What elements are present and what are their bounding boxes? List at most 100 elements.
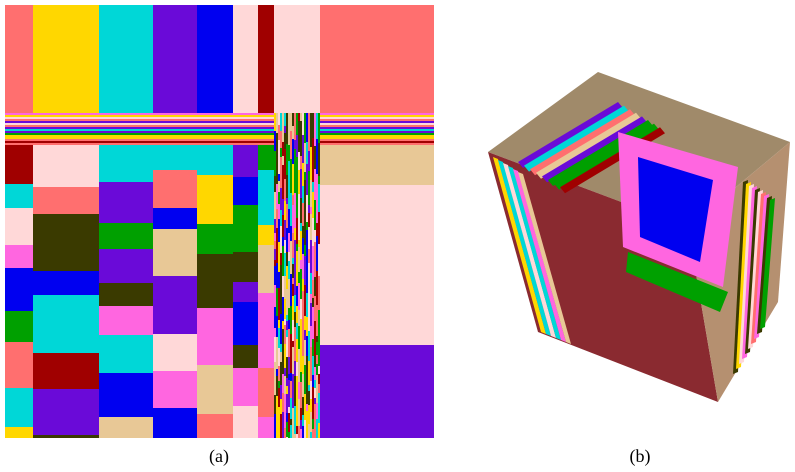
band-stripe <box>296 306 298 323</box>
grid-block <box>5 427 33 438</box>
band-stripe <box>314 113 316 126</box>
band-stripe <box>310 273 312 294</box>
grid-block <box>99 182 153 223</box>
band-stripe <box>280 385 282 399</box>
band-stripe <box>280 362 282 385</box>
band-stripe <box>284 299 286 319</box>
band-stripe <box>304 219 306 245</box>
band-stripe <box>300 429 302 438</box>
band-stripe <box>278 219 280 242</box>
band-stripe <box>280 188 282 210</box>
grid-block <box>233 145 258 177</box>
band-stripe <box>5 139 434 141</box>
band-stripe <box>280 265 282 297</box>
band-stripe <box>304 285 306 316</box>
band-stripe <box>276 369 278 376</box>
band-stripe <box>292 333 294 341</box>
band-stripe <box>300 113 302 121</box>
band-stripe <box>286 252 288 266</box>
band-stripe <box>298 310 300 326</box>
band-stripe <box>300 372 302 382</box>
band-stripe <box>306 404 308 411</box>
band-stripe <box>282 346 284 374</box>
band-stripe <box>286 404 288 413</box>
band-stripe <box>298 113 300 121</box>
band-stripe <box>290 323 292 334</box>
grid-block <box>153 145 197 170</box>
band-stripe <box>294 361 296 376</box>
band-stripe <box>296 376 298 392</box>
band-stripe <box>286 289 288 315</box>
band-stripe <box>298 426 300 438</box>
grid-block <box>258 394 274 417</box>
band-stripe <box>278 407 280 438</box>
top-block <box>197 5 233 113</box>
band-stripe <box>316 271 318 305</box>
band-stripe <box>312 146 314 176</box>
grid-block <box>233 205 258 252</box>
band-stripe <box>282 412 284 438</box>
band-stripe <box>278 204 280 219</box>
cube-inner-detail <box>493 102 775 374</box>
band-stripe <box>284 220 286 240</box>
band-stripe <box>292 205 294 233</box>
band-stripe <box>294 140 296 149</box>
band-stripe <box>274 249 276 260</box>
band-stripe <box>296 323 298 339</box>
band-stripe <box>310 127 312 147</box>
band-stripe <box>302 326 304 356</box>
band-stripe <box>286 413 288 422</box>
grid-block <box>153 208 197 229</box>
band-stripe <box>298 283 300 310</box>
band-stripe <box>312 375 314 387</box>
band-stripe <box>284 113 286 126</box>
band-stripe <box>5 117 434 119</box>
band-stripe <box>306 411 308 438</box>
band-stripe <box>290 373 292 381</box>
band-stripe <box>298 399 300 426</box>
band-stripe <box>304 420 306 438</box>
band-stripe <box>274 414 276 438</box>
grid-block <box>33 435 99 438</box>
band-stripe <box>318 184 320 212</box>
band-stripe <box>310 303 312 315</box>
cube-left-face <box>488 152 718 402</box>
grid-block <box>258 145 274 170</box>
band-stripe <box>318 292 320 310</box>
band-stripe <box>294 149 296 170</box>
panel-a-domain-partition <box>5 5 434 438</box>
cube-edge-stripe <box>498 160 551 336</box>
band-stripe <box>300 408 302 420</box>
band-stripe <box>278 125 280 140</box>
band-stripe <box>308 113 310 122</box>
band-stripe <box>304 113 306 143</box>
band-stripe <box>296 418 298 426</box>
band-stripe <box>296 286 298 306</box>
band-stripe <box>290 131 292 159</box>
band-stripe <box>310 147 312 180</box>
cube-edge-stripe <box>518 172 571 344</box>
band-stripe <box>278 388 280 407</box>
band-stripe <box>294 170 296 193</box>
band-stripe <box>276 337 278 369</box>
top-block <box>99 5 153 113</box>
band-stripe <box>310 180 312 207</box>
grid-block <box>5 388 33 427</box>
band-stripe <box>300 231 302 260</box>
band-stripe <box>282 142 284 156</box>
grid-block <box>233 302 258 345</box>
band-stripe <box>282 237 284 246</box>
grid-block <box>197 308 233 365</box>
band-stripe <box>298 349 300 382</box>
band-stripe <box>316 403 318 419</box>
band-stripe <box>304 245 306 256</box>
grid-block <box>5 208 33 245</box>
band-stripe <box>278 242 280 272</box>
band-stripe <box>296 113 298 135</box>
band-stripe <box>302 238 304 254</box>
band-stripe <box>302 356 304 374</box>
band-stripe <box>310 315 312 326</box>
band-stripe <box>292 320 294 333</box>
grid-block <box>258 368 274 394</box>
band-stripe <box>290 113 292 131</box>
